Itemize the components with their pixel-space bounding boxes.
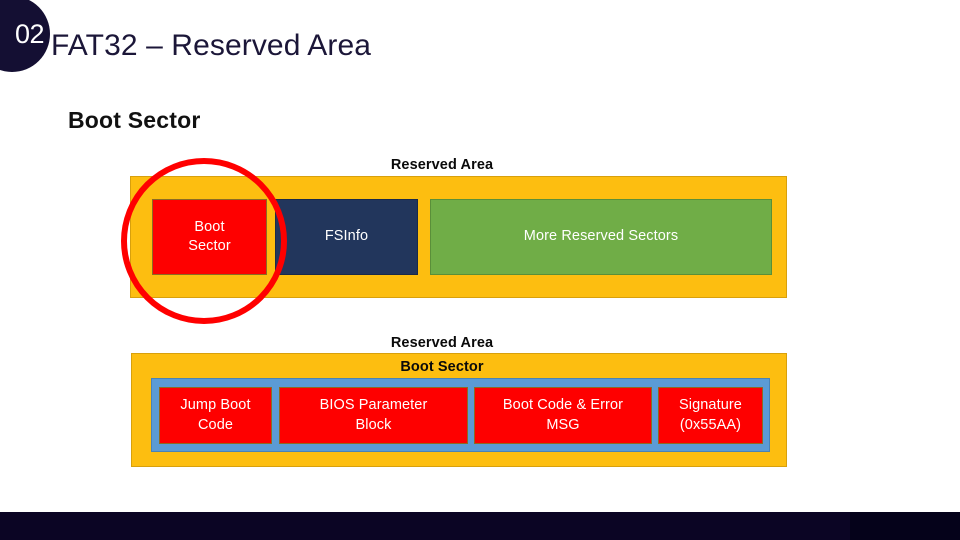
block-bios-parameter-block-label: BIOS Parameter Block <box>320 396 428 434</box>
page-title: FAT32 – Reserved Area <box>51 29 372 62</box>
block-jump-boot-code-line2: Code <box>197 416 234 433</box>
block-bios-parameter-block-line2: Block <box>355 416 392 433</box>
footer-bar <box>0 512 960 540</box>
section-number-badge: 02 <box>0 0 50 72</box>
footer-bar-accent <box>850 512 960 540</box>
block-signature: Signature (0x55AA) <box>658 387 763 444</box>
section-number-label: 02 <box>14 18 45 49</box>
section-heading: Boot Sector <box>68 107 201 133</box>
block-fsinfo-label: FSInfo <box>324 228 369 245</box>
block-bios-parameter-block-line1: BIOS Parameter <box>319 397 428 414</box>
block-more-reserved-sectors: More Reserved Sectors <box>430 199 772 275</box>
block-boot-code-error-msg: Boot Code & Error MSG <box>474 387 652 444</box>
block-signature-line1: Signature <box>679 397 742 414</box>
block-boot-code-error-msg-line1: Boot Code & Error <box>502 397 624 414</box>
reserved-area-caption: Reserved Area <box>390 157 494 173</box>
block-boot-code-error-msg-line2: MSG <box>546 416 580 433</box>
block-jump-boot-code-line1: Jump Boot <box>180 397 251 414</box>
block-bios-parameter-block: BIOS Parameter Block <box>279 387 468 444</box>
block-signature-line2: (0x55AA) <box>679 416 742 433</box>
block-jump-boot-code: Jump Boot Code <box>159 387 272 444</box>
highlight-circle-annotation <box>121 158 287 324</box>
block-fsinfo: FSInfo <box>275 199 418 275</box>
block-jump-boot-code-label: Jump Boot Code <box>180 396 250 434</box>
slide-header: 02 FAT32 – Reserved Area <box>0 0 960 92</box>
block-boot-code-error-msg-label: Boot Code & Error MSG <box>503 396 623 434</box>
boot-sector-caption: Boot Sector <box>400 359 484 375</box>
block-signature-label: Signature (0x55AA) <box>679 396 742 434</box>
reserved-area-caption-2: Reserved Area <box>390 335 494 351</box>
block-more-reserved-sectors-label: More Reserved Sectors <box>523 228 679 245</box>
